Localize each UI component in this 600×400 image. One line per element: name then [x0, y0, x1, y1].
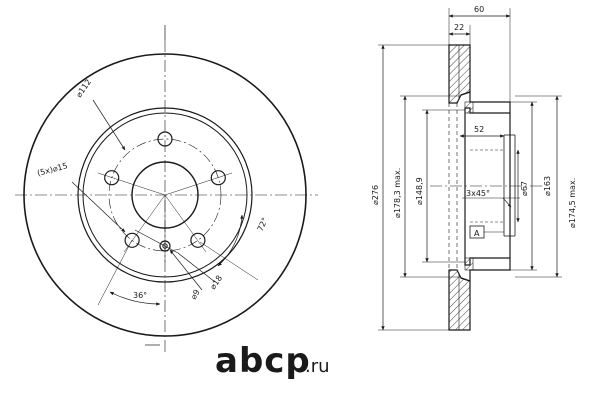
hat-section [460, 91, 511, 282]
radial-line [164, 194, 207, 253]
angle-72-ext [199, 241, 259, 281]
bolt-holes [104, 131, 226, 248]
flange-hatch-bottom [464, 257, 474, 271]
bolt-hole [124, 232, 140, 248]
dia-174-label: ⌀174,5 max. [568, 178, 577, 228]
angle-72-label: 72° [256, 216, 270, 233]
dia-148-label: ⌀148,9 [415, 177, 424, 205]
radial-line [97, 172, 166, 196]
front-view [15, 25, 318, 352]
front-view-labels: ⌀112 (5x)⌀15 72° 36° ⌀9 ⌀18 [36, 78, 270, 301]
datum-label: A [474, 229, 480, 238]
angle-36-ext [97, 239, 133, 306]
angle-36-arc [109, 291, 161, 306]
dia-178-label: ⌀178,3 max. [393, 168, 402, 218]
hole-18-label: ⌀18 [208, 274, 224, 291]
disc-section-top [448, 44, 471, 104]
dia-163-label: ⌀163 [543, 176, 552, 196]
side-view-labels: 60 22 52 ⌀276 ⌀178,3 max. ⌀148,9 ⌀67 ⌀16… [371, 5, 577, 238]
chamfer-label: 3x45° [466, 189, 490, 198]
hole-count-label: (5x)⌀15 [36, 161, 68, 178]
bolt-hole [210, 170, 226, 186]
dim-22-label: 22 [454, 23, 464, 32]
pcd-leader [92, 99, 126, 151]
dia-67-label: ⌀67 [520, 181, 529, 196]
chamfer-leader-tip [502, 197, 512, 208]
hole18-leader-ext [134, 229, 179, 254]
angle-36-label: 36° [133, 291, 147, 300]
angle-72-arc [217, 214, 244, 267]
bolt-hole [190, 232, 206, 248]
dim-60-label: 60 [474, 5, 484, 14]
hole-9-label: ⌀9 [189, 288, 202, 301]
hole-count-leader [71, 181, 126, 233]
disc-section-bottom [448, 269, 471, 331]
hole18-leader [177, 252, 216, 283]
flange-hatch-top [464, 101, 474, 114]
bolt-hole [157, 131, 173, 147]
dia-276-label: ⌀276 [371, 185, 380, 205]
radial-line [164, 172, 233, 196]
bolt-hole [104, 170, 120, 186]
dim-52-label: 52 [474, 125, 484, 134]
hole9-leader [169, 249, 203, 291]
pcd-label: ⌀112 [74, 78, 93, 100]
side-view [378, 8, 562, 331]
